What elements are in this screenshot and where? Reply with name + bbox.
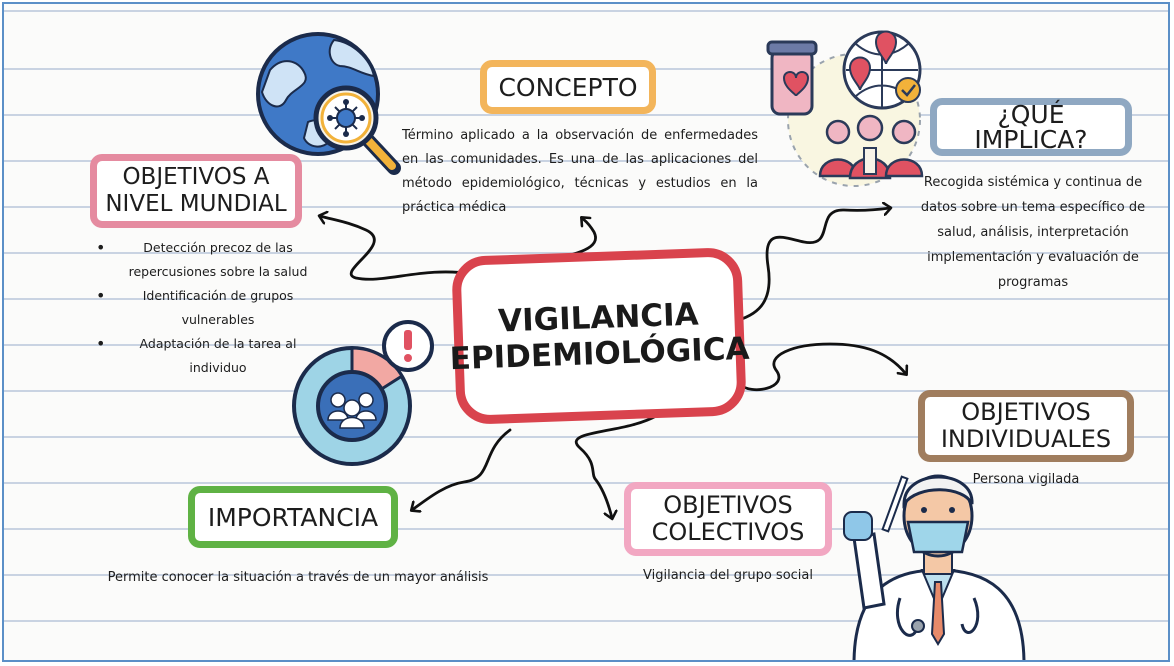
objetivos-individuales-title-1: OBJETIVOS xyxy=(961,398,1091,426)
que-implica-line-5: programas xyxy=(997,275,1069,290)
que-implica-line-4: implementación y evaluación de xyxy=(927,250,1139,265)
concepto-line-1: Término aplicado a la observación de enf… xyxy=(402,128,758,143)
importancia-title: IMPORTANCIA xyxy=(207,502,379,532)
importancia-line-2: análisis xyxy=(439,570,489,585)
concepto-line-2: en las comunidades. Es una de las aplica… xyxy=(402,152,758,167)
central-topic: VIGILANCIA EPIDEMIOLÓGICA xyxy=(449,246,750,426)
objetivos-colectivos-text: Vigilancia del grupo social xyxy=(643,568,813,583)
que-implica-title: ¿QUÉ IMPLICA? xyxy=(974,100,1088,154)
objetivos-individuales-title-2: INDIVIDUALES xyxy=(940,425,1112,453)
que-implica-line-3: salud, análisis, interpretación xyxy=(937,225,1129,240)
health-network-icon xyxy=(766,30,924,187)
concepto-box: CONCEPTO xyxy=(480,60,656,114)
objetivos-colectivos-title-1: OBJETIVOS xyxy=(663,491,793,519)
importancia-line-1: Permite conocer la situación a través de… xyxy=(107,570,436,585)
arrow-to-objetivos-colectivos xyxy=(575,414,658,518)
concepto-line-4: práctica médica xyxy=(402,200,507,215)
objetivos-colectivos-title-2: COLECTIVOS xyxy=(651,518,805,546)
list-item: Detección precoz de las repercusiones so… xyxy=(96,236,316,284)
objetivos-mundial-list: Detección precoz de las repercusiones so… xyxy=(96,236,316,380)
objetivos-individuales-text: Persona vigilada xyxy=(972,472,1080,487)
que-implica-text: Recogida sistémica y continua de datos s… xyxy=(910,170,1156,295)
objetivos-individuales-box: OBJETIVOS INDIVIDUALES xyxy=(918,390,1134,462)
arrow-to-que-implica xyxy=(730,208,890,324)
objetivos-colectivos-box: OBJETIVOS COLECTIVOS xyxy=(624,482,832,556)
group-alert-icon xyxy=(292,320,434,466)
concepto-line-3: método epidemiológico, técnicas y estudi… xyxy=(402,176,758,191)
que-implica-line-2: datos sobre un tema específico de xyxy=(920,200,1146,215)
doctor-illustration xyxy=(843,474,1026,660)
list-item: Adaptación de la tarea al individuo xyxy=(96,332,316,380)
objetivos-mundial-title-2: NIVEL MUNDIAL xyxy=(105,191,287,217)
globe-virus-icon xyxy=(256,32,401,175)
arrow-to-objetivos-individuales xyxy=(738,342,906,392)
objetivos-mundial-box: OBJETIVOS A NIVEL MUNDIAL xyxy=(90,154,302,228)
concepto-text: Término aplicado a la observación de enf… xyxy=(402,124,758,220)
importancia-box: IMPORTANCIA xyxy=(188,486,398,548)
que-implica-box: ¿QUÉ IMPLICA? xyxy=(930,98,1132,156)
objetivos-mundial-title-1: OBJETIVOS A xyxy=(122,164,270,190)
list-item: Identificación de grupos vulnerables xyxy=(96,284,316,332)
concepto-title: CONCEPTO xyxy=(498,72,638,102)
arrow-to-objetivos-mundial xyxy=(320,216,474,281)
importancia-text: Permite conocer la situación a través de… xyxy=(100,566,496,590)
que-implica-line-1: Recogida sistémica y continua de xyxy=(923,175,1143,190)
arrow-to-importancia xyxy=(412,428,512,510)
